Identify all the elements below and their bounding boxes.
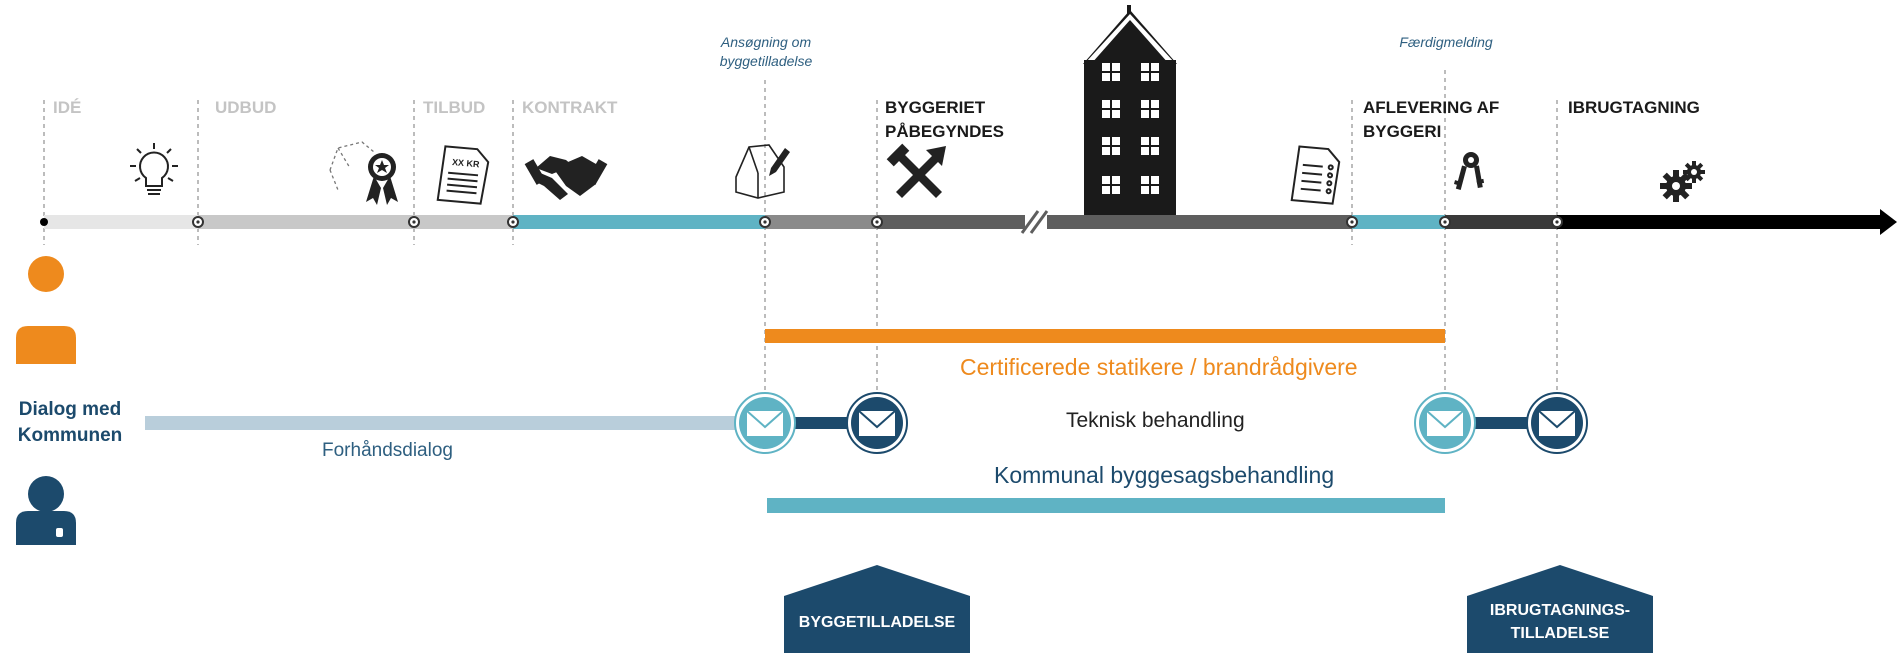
phase-label-ibrugtagning: IBRUGTAGNING xyxy=(1568,98,1700,117)
phase-label-aflevering-line2: BYGGERI xyxy=(1363,122,1442,141)
timeline-segment-tilbud xyxy=(414,215,513,229)
phase-label-ide: IDÉ xyxy=(53,98,82,117)
municipal-actor-person-icon xyxy=(16,476,76,545)
checklist-document-icon xyxy=(1290,145,1341,205)
gears-icon xyxy=(1660,161,1705,202)
forhandsdialog-label: Forhåndsdialog xyxy=(322,440,453,461)
timeline-segment-ide xyxy=(44,215,198,229)
award-ribbon-icon xyxy=(329,141,398,205)
byggetilladelse-label: BYGGETILLADELSE xyxy=(798,614,956,631)
keys-icon xyxy=(1453,152,1485,190)
certificerede-label: Certificerede statikere / brandrådgivere xyxy=(960,354,1358,380)
byggetilladelse-badge xyxy=(784,565,970,653)
milestone-label-ansogning-line2: byggetilladelse xyxy=(719,53,813,69)
phase-label-udbud: UDBUD xyxy=(215,98,277,117)
envelope-icon xyxy=(1414,392,1476,454)
ibrugtagningstilladelse-badge xyxy=(1467,565,1653,653)
envelope-icon xyxy=(846,392,908,454)
timeline-segment-ansogning xyxy=(765,215,877,229)
envelope-connector-right xyxy=(1470,417,1530,429)
price-document-icon: XX KR xyxy=(436,145,490,205)
ibrugtagningstilladelse-label-line2: TILLADELSE xyxy=(1510,625,1610,642)
timeline-segment-aflevering xyxy=(1352,215,1445,229)
timeline-break-icon xyxy=(1020,208,1049,236)
timeline-segment-byggeri-a xyxy=(877,215,1027,229)
phase-label-kontrakt: KONTRAKT xyxy=(522,98,618,117)
timeline-segment-overgang xyxy=(1445,215,1557,229)
phase-label-byggeriet-line2: PÅBEGYNDES xyxy=(885,122,1005,141)
building-icon xyxy=(1083,5,1177,215)
lightbulb-icon xyxy=(130,143,178,195)
phase-label-byggeriet-line1: BYGGERIET xyxy=(885,98,986,117)
house-pen-icon xyxy=(735,144,790,199)
dialog-label-line1: Dialog med xyxy=(18,399,122,420)
teknisk-label: Teknisk behandling xyxy=(1066,409,1245,432)
tools-icon xyxy=(886,143,946,198)
dialog-label-line2: Kommunen xyxy=(17,425,123,446)
milestone-label-ansogning-line1: Ansøgning om xyxy=(720,34,812,50)
timeline-arrow-head xyxy=(1880,209,1897,235)
ibrugtagningstilladelse-label-line1: IBRUGTAGNINGS- xyxy=(1489,602,1631,619)
phase-label-aflevering-line1: AFLEVERING AF xyxy=(1363,98,1500,117)
timeline-segment-kontrakt xyxy=(513,215,765,229)
timeline-segment-byggeri-b xyxy=(1042,215,1352,229)
envelope-icon xyxy=(734,392,796,454)
milestone-points xyxy=(40,216,1563,228)
handshake-icon xyxy=(524,156,608,200)
kommunal-bar xyxy=(767,498,1445,513)
certificerede-bar xyxy=(765,329,1445,343)
private-actor-person-icon xyxy=(16,256,76,364)
timeline-bar xyxy=(44,208,1897,236)
envelope-icon xyxy=(1526,392,1588,454)
forhandsdialog-bar xyxy=(145,416,745,430)
envelope-connector-left xyxy=(790,417,850,429)
xx-kr-label: XX KR xyxy=(452,157,481,169)
phase-label-tilbud: TILBUD xyxy=(423,98,486,117)
milestone-label-faerdigmelding: Færdigmelding xyxy=(1399,34,1493,50)
timeline-segment-ibrugtagning xyxy=(1557,215,1882,229)
kommunal-label: Kommunal byggesagsbehandling xyxy=(994,462,1335,488)
timeline-segment-udbud xyxy=(198,215,414,229)
